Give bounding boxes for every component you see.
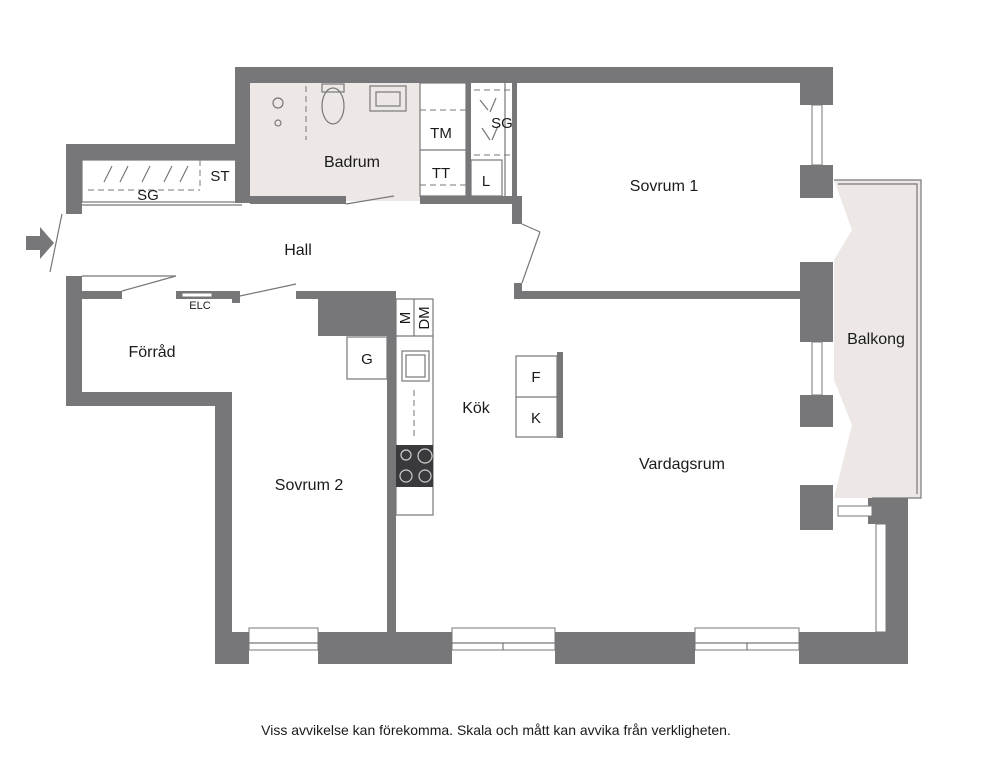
room-label-forrad: Förråd	[128, 343, 175, 361]
shower-icon	[272, 97, 284, 109]
fixture-label-st: ST	[210, 168, 229, 185]
toilet-tank-icon	[321, 83, 345, 93]
bathroom-floor	[250, 83, 420, 201]
sink-icon	[401, 350, 430, 382]
kitchen-counter	[346, 298, 434, 516]
balcony-floor	[834, 180, 921, 498]
windows	[248, 104, 887, 651]
room-label-kok: Kök	[462, 400, 491, 417]
sink-icon	[369, 85, 407, 112]
fixture-label-tm: TM	[430, 125, 452, 142]
walls	[66, 67, 908, 664]
entrance-arrow-icon	[26, 227, 54, 259]
room-label-badrum: Badrum	[324, 154, 380, 171]
bedroom-wardrobe	[470, 83, 510, 197]
fixture-label-tt: TT	[432, 165, 450, 182]
room-label-vardagsrum: Vardagsrum	[639, 456, 725, 473]
toilet-bowl-icon	[321, 87, 345, 125]
room-label-sovrum-2: Sovrum 2	[275, 477, 344, 494]
doors	[49, 195, 541, 297]
room-label-sovrum-1: Sovrum 1	[630, 178, 699, 195]
hall-wardrobe	[81, 159, 243, 206]
fridge-freezer	[515, 355, 558, 438]
electrical-cabinet	[181, 292, 213, 298]
room-label-balkong: Balkong	[847, 331, 905, 348]
bathroom-fixtures	[272, 82, 467, 197]
drain-icon	[274, 119, 282, 127]
room-label-hall: Hall	[284, 242, 312, 259]
fixture-label-sg-sovrum: SG	[491, 115, 513, 132]
fixture-label-f: F	[531, 369, 540, 386]
fixture-label-l: L	[482, 173, 490, 190]
balcony-railing-inner	[838, 183, 918, 494]
fixture-label-m: M	[397, 312, 414, 325]
fixture-label-dm: DM	[416, 306, 433, 329]
disclaimer-text: Viss avvikelse kan förekomma. Skala och …	[261, 722, 731, 738]
fixture-label-g: G	[361, 351, 373, 368]
fixture-label-sg-hall: SG	[137, 187, 159, 204]
fixture-label-elc: ELC	[189, 300, 210, 312]
fixture-label-k: K	[531, 410, 541, 427]
